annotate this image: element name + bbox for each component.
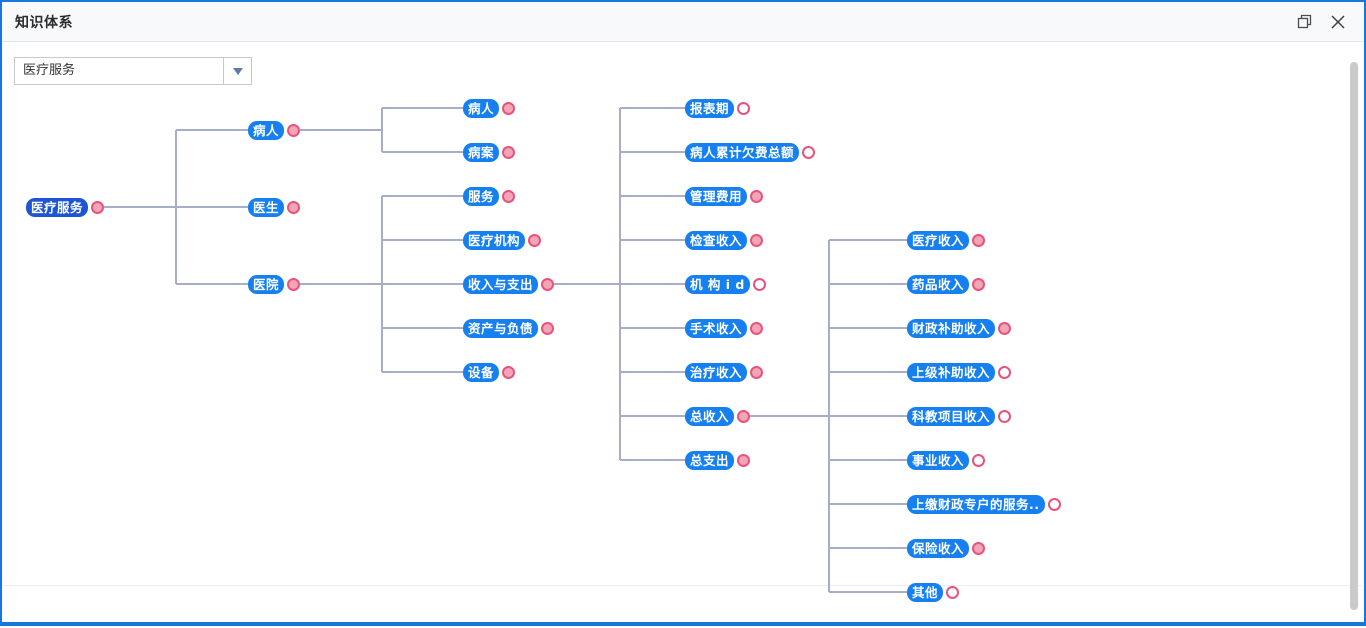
node-marker[interactable]: [502, 145, 515, 159]
knowledge-select-value: 医疗服务: [23, 63, 76, 78]
node-marker[interactable]: [287, 123, 300, 137]
tree-node[interactable]: 总收入: [685, 406, 735, 426]
tree-node[interactable]: 设备: [463, 362, 500, 382]
tree-node[interactable]: 医疗收入: [907, 230, 970, 250]
tree-node[interactable]: 医院: [248, 274, 285, 294]
node-marker[interactable]: [502, 101, 515, 115]
node-marker[interactable]: [287, 277, 300, 291]
node-marker[interactable]: [91, 200, 104, 214]
tree-node[interactable]: 医生: [248, 197, 285, 217]
tree-node[interactable]: 资产与负债: [463, 318, 539, 338]
tree-node[interactable]: 报表期: [685, 98, 735, 118]
tree-node[interactable]: 病人: [463, 98, 500, 118]
tree-node[interactable]: 总支出: [685, 450, 735, 470]
knowledge-select-button[interactable]: [223, 58, 251, 84]
tree-node[interactable]: 病人累计欠费总额: [685, 142, 800, 162]
node-marker[interactable]: [541, 277, 554, 291]
tree-node[interactable]: 服务: [463, 186, 500, 206]
tree-node[interactable]: 医疗服务: [26, 197, 89, 217]
tree-node[interactable]: 收入与支出: [463, 274, 539, 294]
node-marker[interactable]: [737, 409, 750, 423]
node-marker[interactable]: [528, 233, 541, 247]
tree-node[interactable]: 保险收入: [907, 538, 970, 558]
node-marker[interactable]: [287, 200, 300, 214]
tree-node[interactable]: 病人: [248, 120, 285, 140]
node-marker[interactable]: [998, 409, 1011, 423]
node-marker[interactable]: [998, 365, 1011, 379]
node-marker[interactable]: [737, 101, 750, 115]
node-marker[interactable]: [502, 365, 515, 379]
node-marker[interactable]: [972, 453, 985, 467]
tree-node[interactable]: 治疗收入: [685, 362, 748, 382]
tree-node[interactable]: 财政补助收入: [907, 318, 996, 338]
tree-node[interactable]: 手术收入: [685, 318, 748, 338]
node-marker[interactable]: [802, 145, 815, 159]
tree-node[interactable]: 事业收入: [907, 450, 970, 470]
node-marker[interactable]: [972, 541, 985, 555]
node-marker[interactable]: [753, 277, 766, 291]
tree-node[interactable]: 上级补助收入: [907, 362, 996, 382]
window-title: 知识体系: [15, 14, 73, 31]
titlebar: 知识体系: [2, 2, 1364, 42]
node-marker[interactable]: [998, 321, 1011, 335]
knowledge-select[interactable]: 医疗服务: [14, 57, 252, 85]
tree-node[interactable]: 检查收入: [685, 230, 748, 250]
node-marker[interactable]: [1048, 497, 1061, 511]
node-marker[interactable]: [946, 585, 959, 599]
tree-node[interactable]: 病案: [463, 142, 500, 162]
tree-node[interactable]: 其他: [907, 582, 944, 602]
node-marker[interactable]: [502, 189, 515, 203]
tree-node[interactable]: 管理费用: [685, 186, 748, 206]
vertical-scrollbar[interactable]: [1350, 62, 1358, 610]
tree-node[interactable]: 药品收入: [907, 274, 970, 294]
node-marker[interactable]: [972, 277, 985, 291]
node-marker[interactable]: [750, 233, 763, 247]
node-marker[interactable]: [737, 453, 750, 467]
tree-node[interactable]: 医疗机构: [463, 230, 526, 250]
node-marker[interactable]: [750, 189, 763, 203]
restore-window-icon[interactable]: [1295, 12, 1314, 31]
tree-node[interactable]: 科教项目收入: [907, 406, 996, 426]
tree-node[interactable]: 上缴财政专户的服务..: [907, 494, 1045, 514]
tree-node[interactable]: 机 构 i d: [685, 274, 750, 294]
node-marker[interactable]: [972, 233, 985, 247]
chevron-down-icon: [232, 67, 243, 75]
node-marker[interactable]: [541, 321, 554, 335]
node-marker[interactable]: [750, 321, 763, 335]
section-divider: [4, 585, 1362, 586]
close-icon[interactable]: [1328, 12, 1348, 32]
node-marker[interactable]: [750, 365, 763, 379]
window-controls: [1295, 12, 1364, 32]
